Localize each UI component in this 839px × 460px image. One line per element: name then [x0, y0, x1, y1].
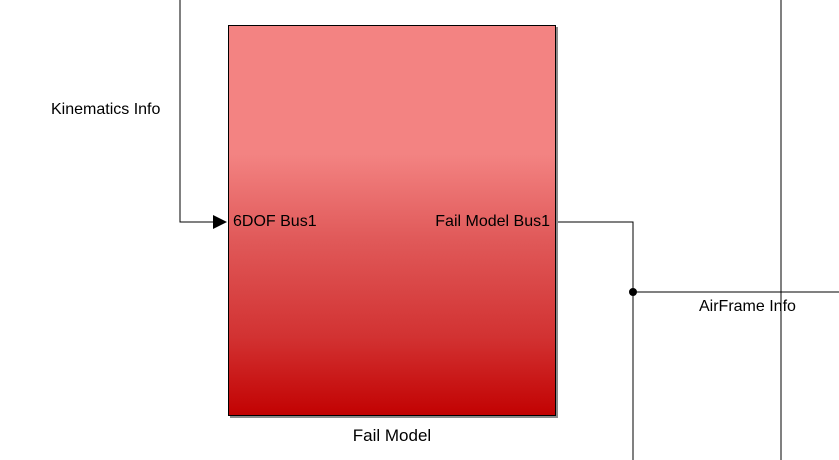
airframe-info-label[interactable]: AirFrame Info: [699, 298, 796, 315]
input-port-label: 6DOF Bus1: [233, 213, 317, 230]
branch-point-icon: [629, 288, 637, 296]
fail-model-output-line[interactable]: [557, 221, 634, 460]
output-port-label: Fail Model Bus1: [435, 213, 550, 230]
kinematics-info-label[interactable]: Kinematics Info: [51, 101, 161, 118]
kinematics-signal-line[interactable]: [179, 0, 213, 223]
block-name-label[interactable]: Fail Model: [352, 426, 432, 445]
fail-model-block[interactable]: [228, 25, 556, 416]
input-arrow-icon: [213, 215, 227, 229]
